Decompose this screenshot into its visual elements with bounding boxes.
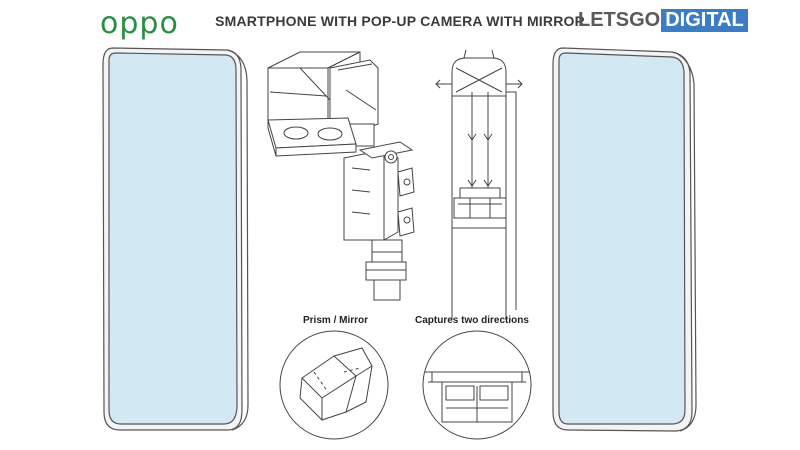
left-phone [102, 47, 249, 431]
right-phone [552, 47, 697, 432]
camera-assembly-drawing [267, 51, 415, 301]
right-phone-screen [558, 52, 686, 425]
prism-mirror-detail [279, 330, 389, 440]
cross-section-drawing [435, 49, 523, 320]
oppo-logo: oppo [100, 6, 179, 41]
prism-mirror-label: Prism / Mirror [303, 315, 369, 326]
logo-letsgo: LETSGO [578, 9, 661, 31]
two-directions-detail [422, 330, 532, 440]
captures-two-directions-label: Captures two directions [415, 315, 529, 326]
logo-digital: DIGITAL [661, 9, 748, 32]
left-phone-screen [108, 52, 238, 425]
page-title: SMARTPHONE WITH POP-UP CAMERA WITH MIRRO… [215, 13, 585, 29]
